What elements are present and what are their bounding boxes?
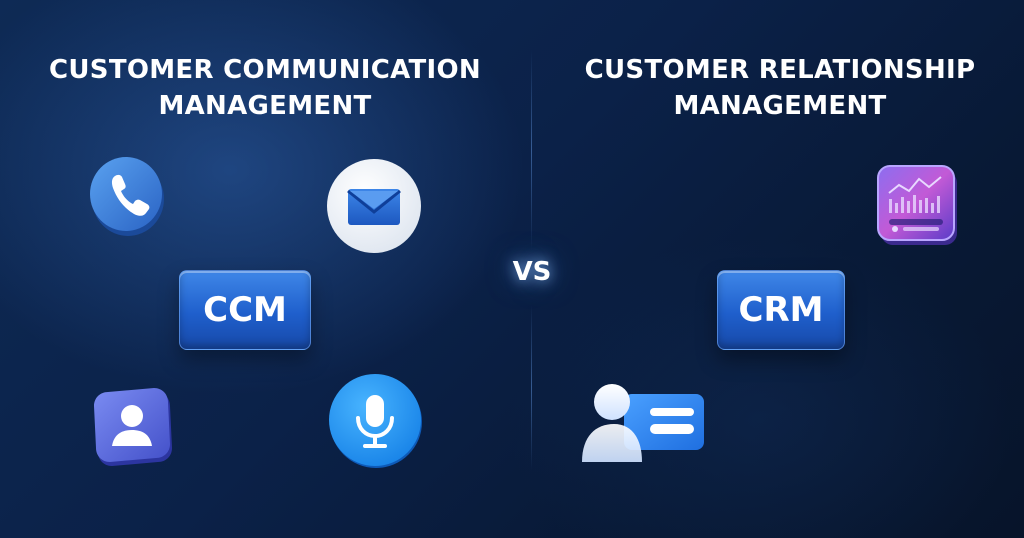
user-icon bbox=[90, 388, 174, 470]
vs-label: VS bbox=[512, 257, 552, 287]
ccm-badge: CCM bbox=[179, 270, 311, 350]
crm-title: CUSTOMER RELATIONSHIP MANAGEMENT bbox=[545, 52, 1015, 124]
crm-badge: CRM bbox=[717, 270, 845, 350]
center-divider-top bbox=[531, 50, 532, 250]
crm-title-line2: MANAGEMENT bbox=[673, 91, 887, 121]
mail-icon bbox=[326, 158, 422, 254]
center-divider-bottom bbox=[531, 305, 532, 470]
ccm-title-line1: CUSTOMER COMMUNICATION bbox=[49, 55, 481, 85]
ccm-title: CUSTOMER COMMUNICATION MANAGEMENT bbox=[20, 52, 510, 124]
microphone-icon bbox=[328, 373, 424, 469]
crm-title-line1: CUSTOMER RELATIONSHIP bbox=[584, 55, 976, 85]
ccm-title-line2: MANAGEMENT bbox=[158, 91, 372, 121]
phone-icon bbox=[88, 152, 166, 238]
contact-card-icon bbox=[578, 378, 706, 464]
dashboard-icon bbox=[875, 163, 961, 249]
